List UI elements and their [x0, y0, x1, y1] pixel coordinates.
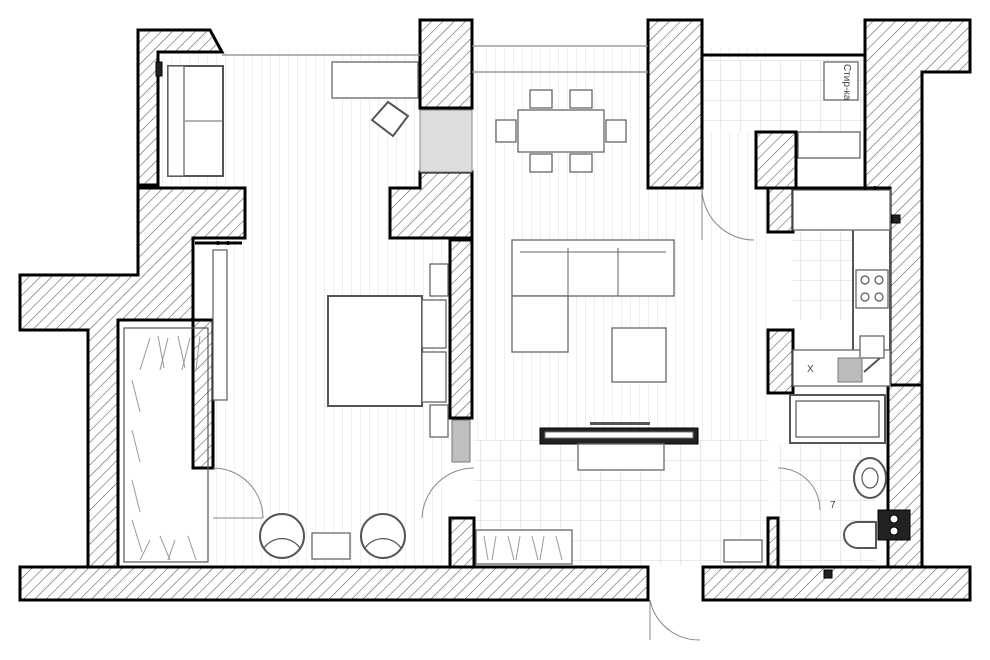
- nightstand-top: [429, 263, 449, 297]
- entrance-door-arc: [649, 599, 701, 641]
- hall-shoe-rack: [475, 529, 573, 565]
- nightstand-bottom: [429, 404, 449, 438]
- hall-hangers: [483, 535, 563, 561]
- bathtub-inner: [795, 400, 880, 438]
- wc-mark: 7: [830, 500, 836, 511]
- media-console: [577, 443, 665, 471]
- living-door-arc: [701, 187, 755, 241]
- wall-loggia: [136, 28, 225, 187]
- wall-pillar-top-mid: [646, 18, 704, 190]
- wall-socket-bath: [823, 569, 833, 579]
- wall-bath-right-stub: [766, 516, 780, 569]
- washbasin-bowl: [861, 467, 879, 489]
- bathroom: 7: [789, 394, 911, 579]
- tv-screen: [590, 422, 650, 425]
- laundry-room: Стир-ка: [797, 61, 861, 159]
- balcony-door-frame: [419, 109, 473, 173]
- bedroom-table: [311, 532, 351, 560]
- living-room: [495, 89, 755, 471]
- wall-bottom-right: [701, 565, 972, 602]
- tv-unit-inner: [544, 431, 694, 439]
- laundry-shelf: [797, 131, 861, 159]
- kitchen-floor: [793, 230, 853, 320]
- armchair-left: [259, 513, 305, 559]
- wall-socket-kitchen: [891, 214, 901, 224]
- loggia-desk: [331, 61, 419, 99]
- wall-kitchen-stub: [754, 130, 798, 190]
- bedroom-sockets: [155, 61, 242, 245]
- hall-door-arc-left: [421, 467, 475, 519]
- wall-bath-divider: [766, 328, 795, 395]
- dining-chair-5: [495, 119, 517, 143]
- bed: [327, 295, 423, 407]
- wall-partition-bedroom: [448, 238, 474, 420]
- armchair-right: [360, 513, 406, 559]
- windows: [222, 45, 648, 173]
- ottoman-right: [611, 327, 667, 383]
- ottoman-left: [511, 295, 569, 353]
- wall-closet-right: [191, 318, 215, 470]
- washing-machine: [823, 61, 859, 101]
- bedroom-wardrobe-slim: [212, 249, 228, 401]
- wall-pillar-top-left: [418, 18, 474, 110]
- washbasin: [853, 457, 887, 499]
- hall-bench: [723, 539, 763, 563]
- dining-set: [495, 89, 627, 173]
- sofa: [511, 239, 675, 297]
- cabinet-mark: X: [807, 364, 814, 375]
- dining-chair-2: [569, 89, 593, 109]
- hallway: [421, 467, 821, 641]
- closet-hangers: [131, 335, 201, 561]
- bathtub: [789, 394, 886, 444]
- bedroom-door-arc: [212, 467, 264, 519]
- sofa-frame: [511, 239, 675, 297]
- loggia-chair: [370, 100, 410, 138]
- hob: [855, 269, 889, 309]
- wall-bottom-left: [18, 565, 650, 602]
- dining-chair-1: [529, 89, 553, 109]
- kitchen-rail: [790, 186, 890, 190]
- boiler: [877, 509, 911, 541]
- bedroom-cabinet: [451, 419, 471, 463]
- wall-kitchen-left: [766, 186, 795, 234]
- bed-pillow-top: [421, 299, 447, 349]
- walk-in-closet: [123, 327, 209, 563]
- bath-door-arc: [777, 467, 821, 511]
- dining-table: [517, 109, 605, 153]
- dining-chair-4: [569, 153, 593, 173]
- wall-hall-stub: [448, 516, 476, 569]
- loggia: [167, 61, 419, 177]
- loggia-sofa-back: [167, 65, 185, 177]
- dining-chair-6: [605, 119, 627, 143]
- toilet: [843, 521, 877, 549]
- kitchen-sink: [837, 335, 885, 383]
- laundry-label: Стир-ка: [841, 64, 852, 101]
- bed-pillow-bottom: [421, 351, 447, 403]
- closet-outline: [123, 327, 209, 563]
- dining-chair-3: [529, 153, 553, 173]
- kitchen-counter-top: [792, 189, 891, 231]
- bedroom: [212, 249, 471, 560]
- kitchen: X: [790, 186, 901, 387]
